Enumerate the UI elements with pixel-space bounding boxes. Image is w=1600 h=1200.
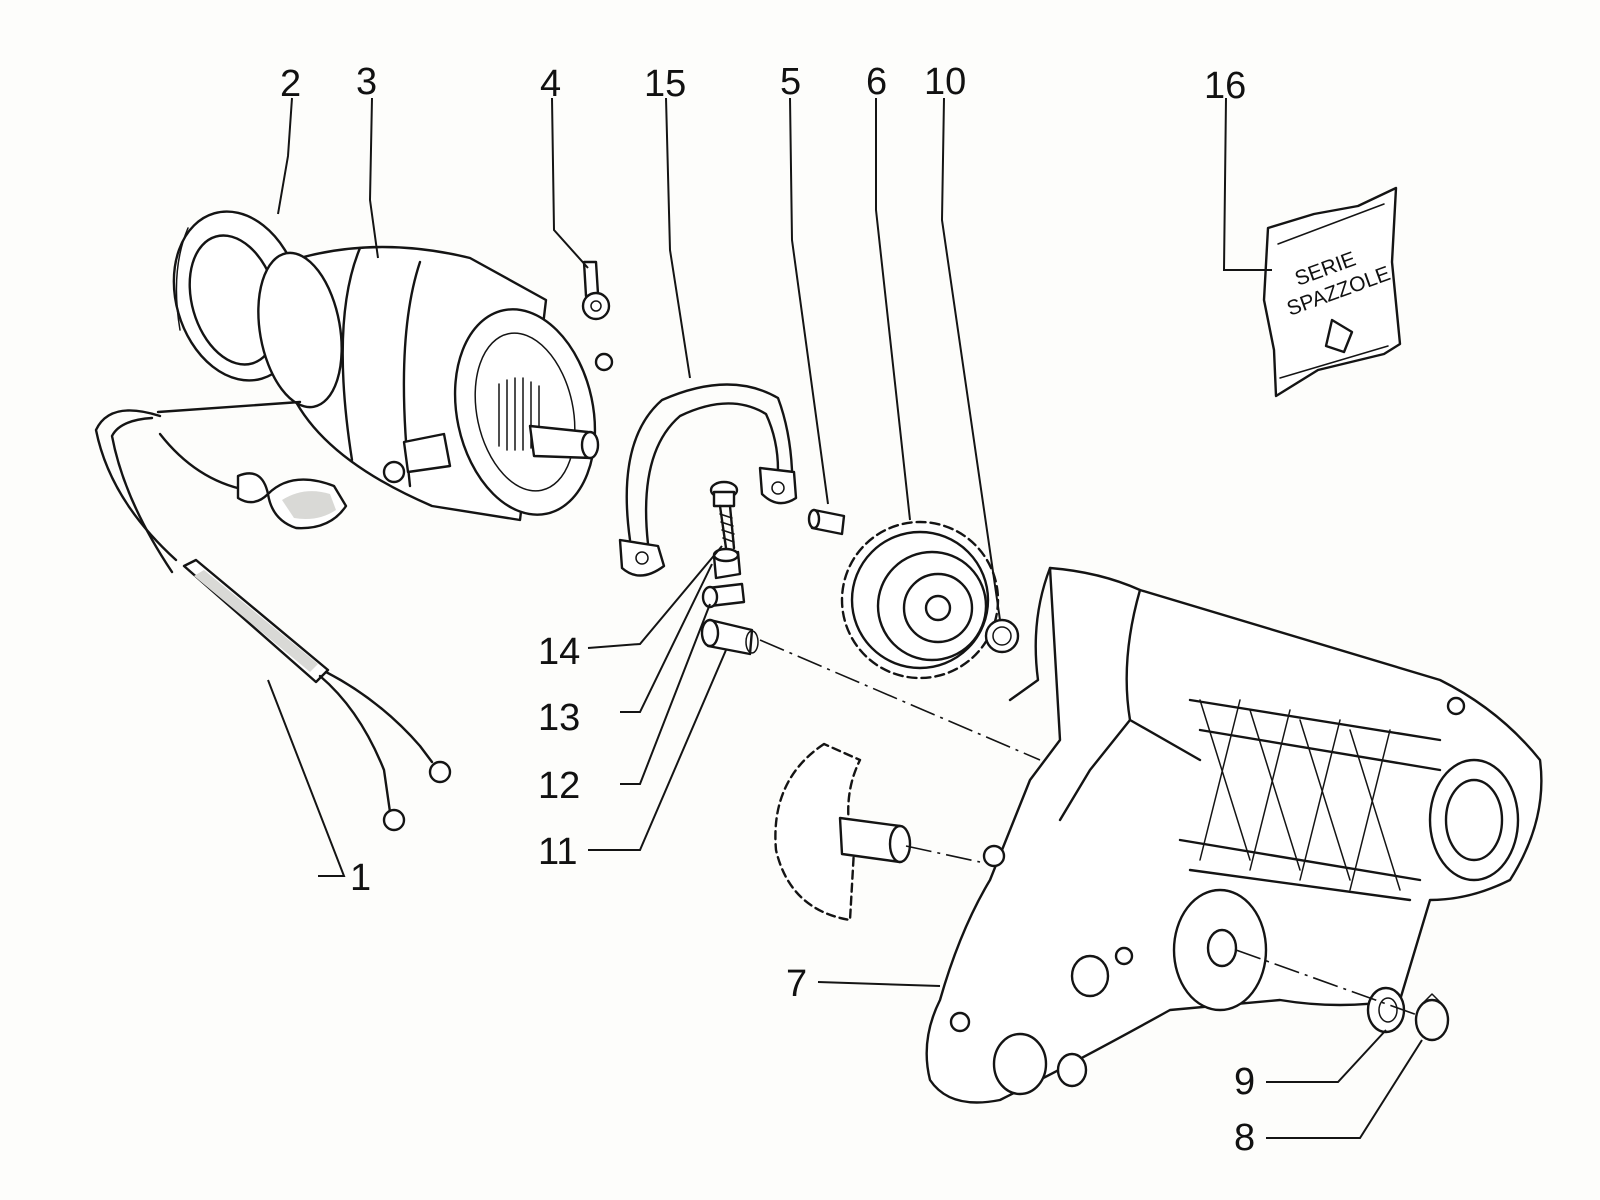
callout-13: 13 [538, 697, 580, 739]
callout-2: 2 [280, 63, 301, 105]
assembly-axes [759, 639, 1421, 1017]
callout-11: 11 [538, 831, 577, 873]
part-wiring-harness [94, 400, 452, 832]
part-circlip [984, 618, 1020, 654]
part-shaft-gear [774, 742, 912, 922]
part-bushing-large [700, 618, 759, 656]
leader-lines [267, 97, 1423, 1139]
part-transmission-cover [925, 566, 1543, 1104]
part-brush-packet: SERIE SPAZZOLE [1262, 186, 1402, 398]
brand-logo-icon [1324, 318, 1354, 354]
callout-15: 15 [644, 63, 686, 105]
part-washer [1366, 986, 1406, 1034]
callout-7: 7 [786, 963, 807, 1005]
callout-14: 14 [538, 631, 580, 673]
callout-9: 9 [1234, 1061, 1255, 1103]
part-bushing-small [701, 582, 746, 609]
part-screw [709, 480, 739, 550]
callout-8: 8 [1234, 1117, 1255, 1159]
part-circlip-small [1414, 993, 1450, 1042]
part-spacer [712, 547, 742, 580]
part-terminal-lug [581, 260, 611, 321]
callout-5: 5 [780, 61, 801, 103]
callout-10: 10 [924, 61, 966, 103]
callout-12: 12 [538, 765, 580, 807]
part-gear [840, 520, 1000, 680]
callout-16: 16 [1204, 65, 1246, 107]
callout-numbers: 2 3 4 15 5 6 10 16 14 13 12 11 1 7 9 8 [280, 61, 1255, 1159]
part-clamp-strap [618, 383, 798, 577]
callout-4: 4 [540, 63, 561, 105]
callout-3: 3 [356, 61, 377, 103]
callout-6: 6 [866, 61, 887, 103]
callout-1: 1 [350, 857, 371, 899]
part-starter-motor [257, 245, 614, 522]
part-pin [807, 508, 846, 536]
